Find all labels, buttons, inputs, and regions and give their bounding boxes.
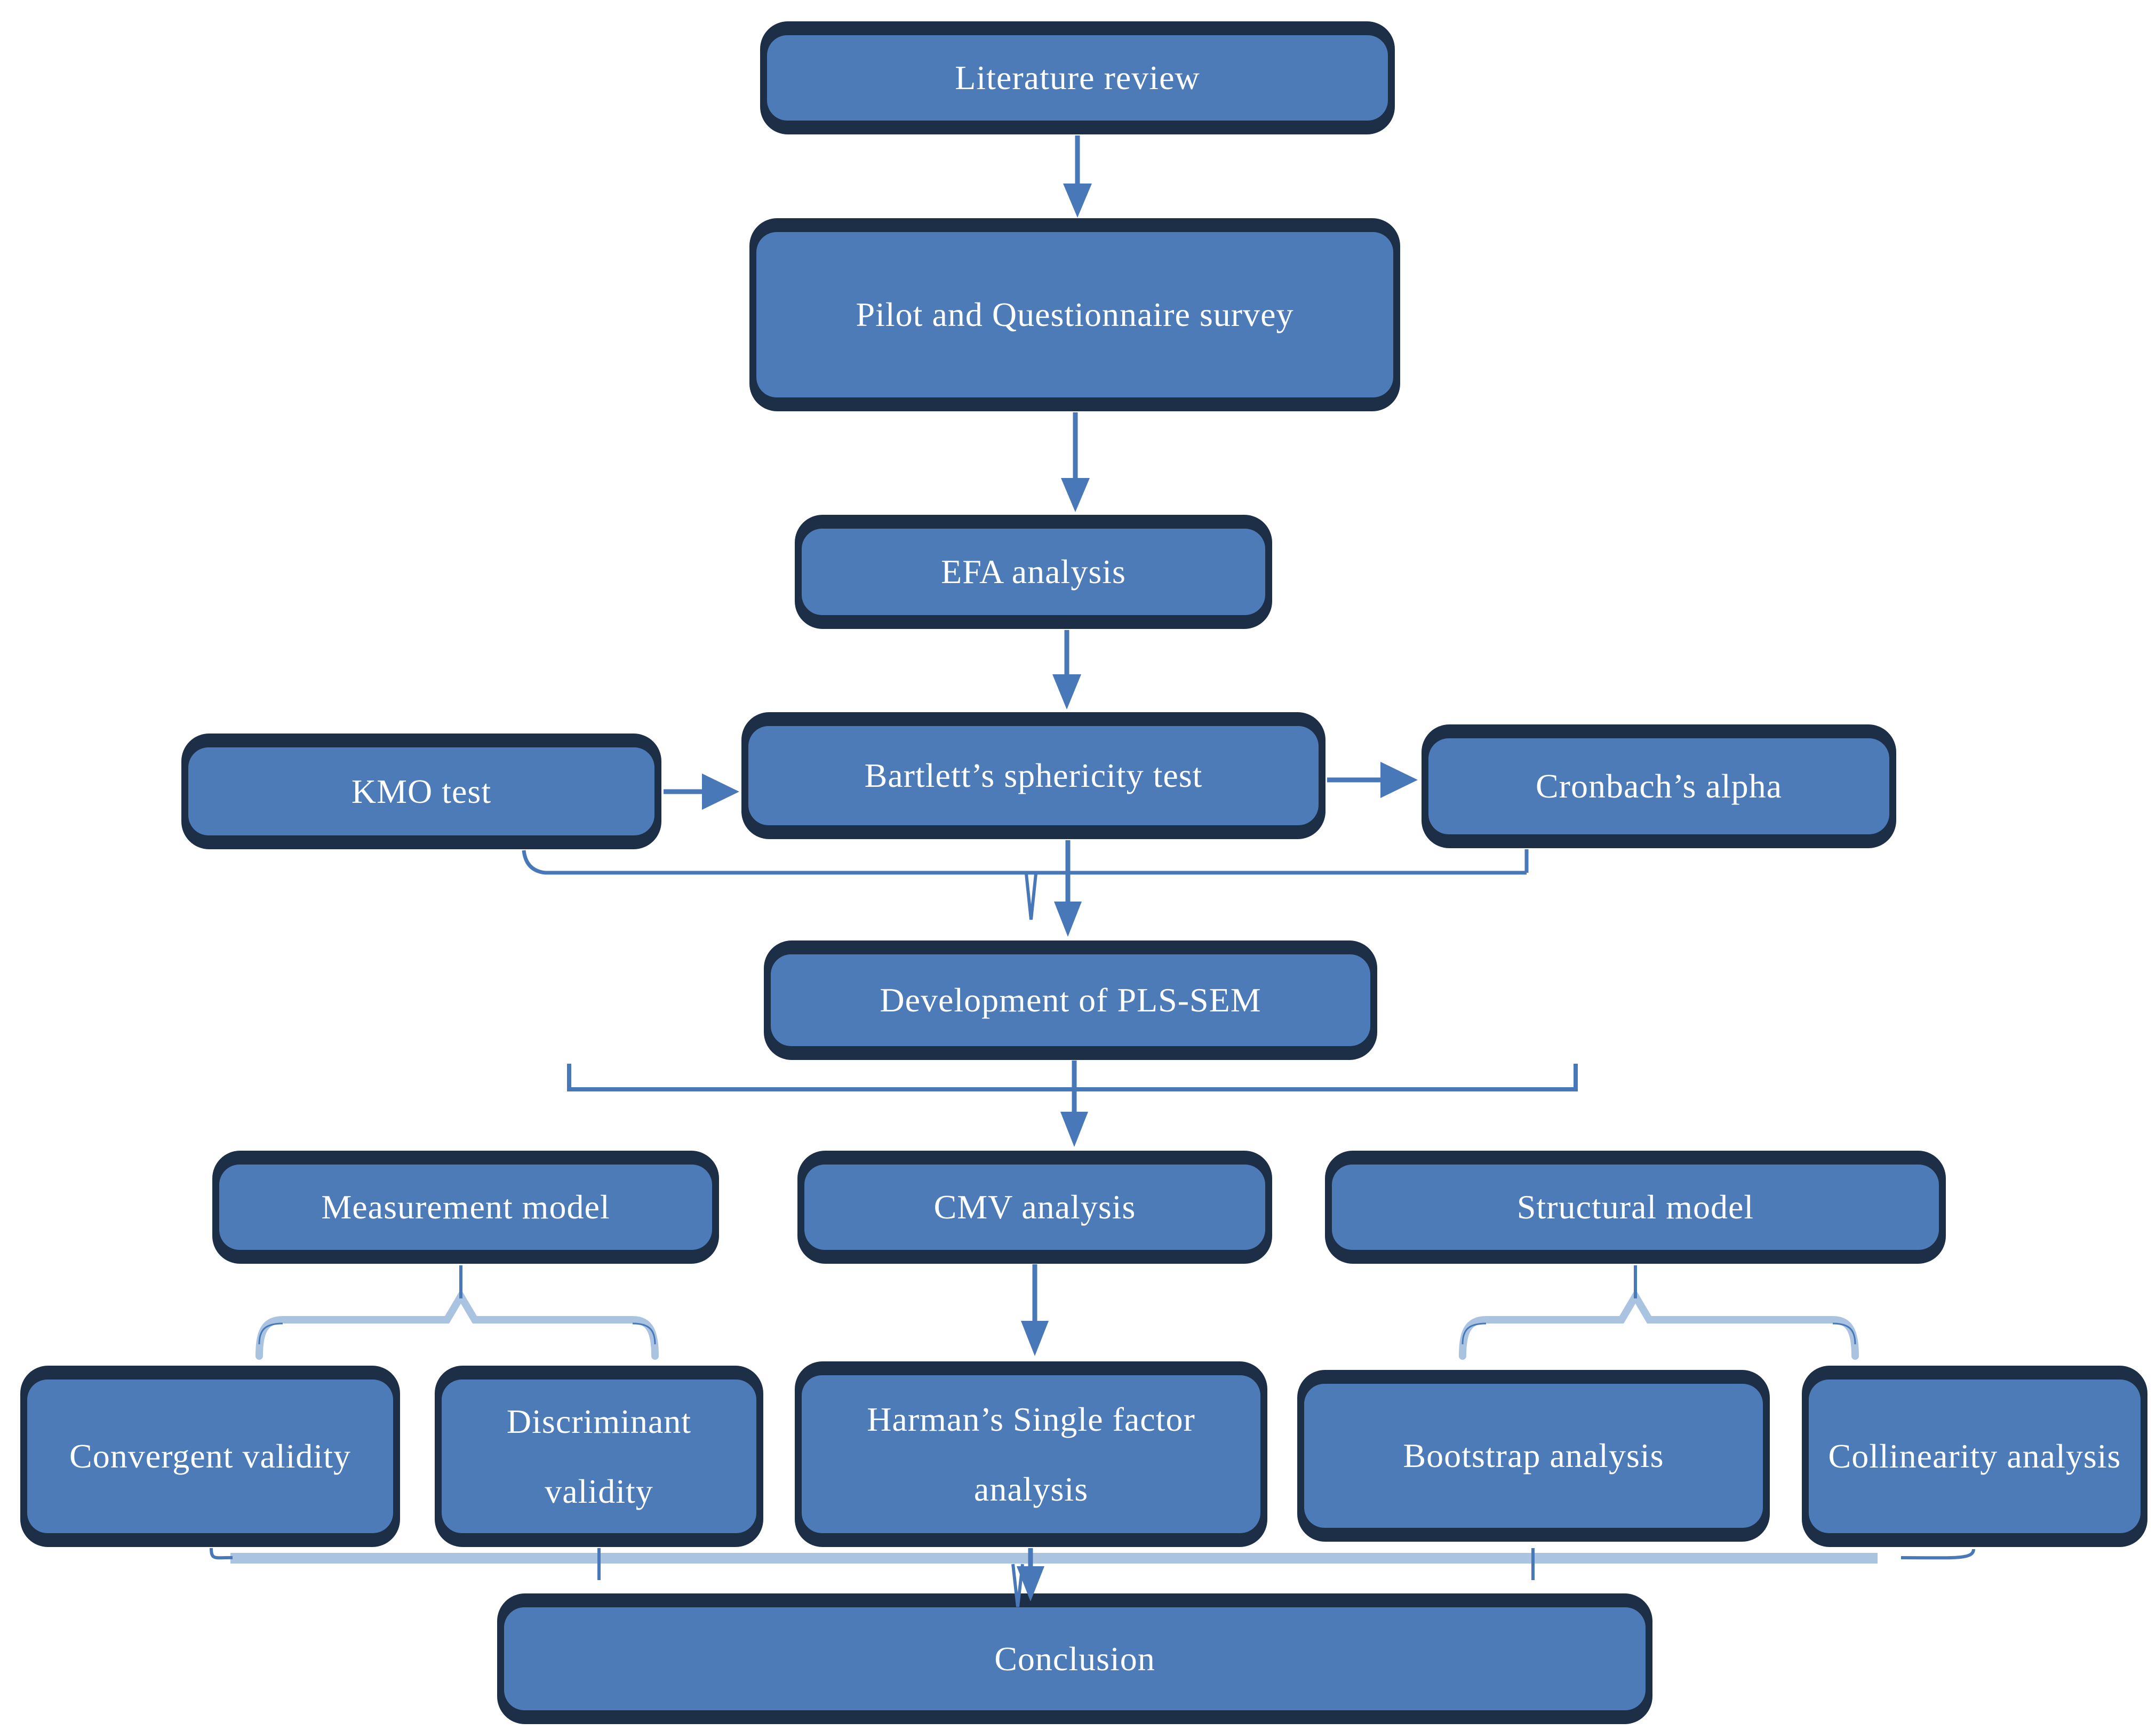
node-harman-single-factor-analysis: Harman’s Single factor analysis — [795, 1361, 1267, 1547]
node-pilot-questionnaire-survey-body: Pilot and Questionnaire survey — [756, 232, 1393, 397]
node-convergent-validity-label: Convergent validity — [69, 1437, 351, 1476]
arrow-efa-to-bartlett — [1052, 630, 1081, 709]
node-bartlett-sphericity-test-label: Bartlett’s sphericity test — [864, 756, 1203, 794]
node-cronbach-alpha-body: Cronbach’s alpha — [1428, 738, 1889, 834]
node-cmv-analysis: CMV analysis — [797, 1151, 1272, 1264]
arrow-kmo-to-bartlett — [664, 774, 739, 810]
brace-measurement-model — [255, 1265, 659, 1360]
node-kmo-test-body: KMO test — [188, 747, 654, 835]
node-bartlett-sphericity-test-body: Bartlett’s sphericity test — [748, 726, 1319, 825]
node-literature-review: Literature review — [760, 21, 1395, 134]
node-efa-analysis: EFA analysis — [795, 515, 1272, 629]
split-line-development — [567, 1064, 1578, 1091]
node-development-pls-sem-label: Development of PLS-SEM — [880, 981, 1261, 1019]
node-development-pls-sem: Development of PLS-SEM — [764, 940, 1377, 1060]
node-literature-review-label: Literature review — [955, 59, 1200, 97]
node-bootstrap-analysis: Bootstrap analysis — [1297, 1370, 1770, 1542]
node-measurement-model-label: Measurement model — [321, 1188, 610, 1226]
node-harman-single-factor-analysis-label: Harman’s Single factor analysis — [867, 1400, 1195, 1508]
node-cronbach-alpha-label: Cronbach’s alpha — [1535, 767, 1783, 805]
node-convergent-validity-body: Convergent validity — [27, 1380, 393, 1533]
node-discriminant-validity: Discriminant validity — [435, 1366, 763, 1547]
node-collinearity-analysis-body: Collinearity analysis — [1809, 1380, 2141, 1533]
node-pilot-questionnaire-survey: Pilot and Questionnaire survey — [749, 218, 1400, 411]
node-discriminant-validity-body: Discriminant validity — [442, 1380, 756, 1533]
node-literature-review-body: Literature review — [767, 35, 1388, 121]
node-structural-model-body: Structural model — [1332, 1165, 1939, 1250]
node-pilot-questionnaire-survey-label: Pilot and Questionnaire survey — [856, 296, 1294, 334]
node-bootstrap-analysis-label: Bootstrap analysis — [1403, 1437, 1664, 1474]
node-cmv-analysis-body: CMV analysis — [804, 1165, 1265, 1250]
node-harman-single-factor-analysis-body: Harman’s Single factor analysis — [802, 1375, 1260, 1533]
node-conclusion-label: Conclusion — [994, 1639, 1155, 1678]
node-collinearity-analysis: Collinearity analysis — [1802, 1366, 2147, 1547]
arrow-development-to-cmv — [1060, 1061, 1088, 1147]
node-cmv-analysis-label: CMV analysis — [933, 1188, 1136, 1226]
node-convergent-validity: Convergent validity — [20, 1366, 400, 1547]
node-efa-analysis-label: EFA analysis — [941, 553, 1126, 591]
node-conclusion-body: Conclusion — [504, 1607, 1646, 1710]
merge-line-kmo-cronbach — [522, 849, 1529, 920]
node-measurement-model: Measurement model — [212, 1151, 719, 1264]
node-kmo-test: KMO test — [181, 734, 661, 849]
node-structural-model: Structural model — [1325, 1151, 1946, 1264]
arrow-cmv-to-harman — [1021, 1264, 1049, 1356]
arrow-pilot-to-efa — [1061, 412, 1090, 512]
node-collinearity-analysis-label: Collinearity analysis — [1828, 1437, 2121, 1476]
node-discriminant-validity-label: Discriminant validity — [506, 1402, 692, 1510]
node-bootstrap-analysis-body: Bootstrap analysis — [1304, 1384, 1763, 1528]
node-measurement-model-body: Measurement model — [219, 1165, 712, 1250]
arrow-literature-to-pilot — [1063, 135, 1092, 218]
node-bartlett-sphericity-test: Bartlett’s sphericity test — [741, 712, 1325, 839]
node-cronbach-alpha: Cronbach’s alpha — [1422, 724, 1896, 848]
brace-structural-model — [1459, 1265, 1859, 1360]
node-efa-analysis-body: EFA analysis — [802, 529, 1265, 615]
node-kmo-test-label: KMO test — [351, 772, 492, 810]
node-development-pls-sem-body: Development of PLS-SEM — [771, 954, 1370, 1046]
arrow-bartlett-to-development — [1054, 840, 1082, 937]
arrow-bartlett-to-cronbach — [1327, 762, 1418, 798]
node-structural-model-label: Structural model — [1516, 1188, 1754, 1226]
node-conclusion: Conclusion — [497, 1593, 1652, 1724]
